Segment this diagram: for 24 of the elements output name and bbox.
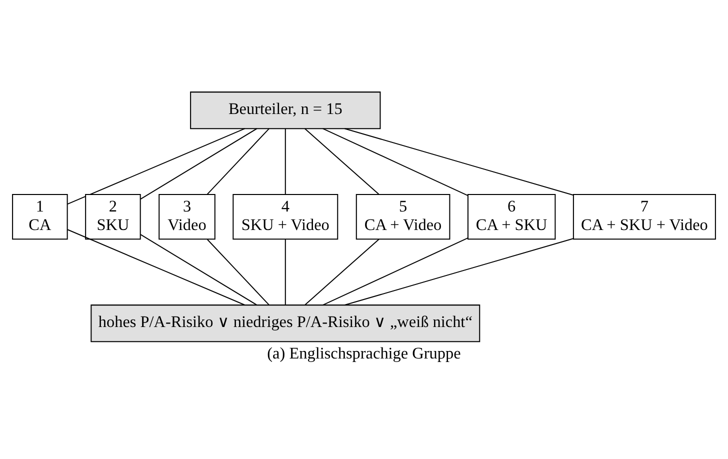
connector [284, 128, 286, 194]
connector [207, 238, 270, 305]
connector [207, 128, 270, 194]
node-box: 3 Video [158, 194, 216, 240]
node-box: Beurteiler, n = 15 [190, 91, 381, 129]
connector [304, 238, 380, 305]
node-box: 6 CA + SKU [467, 194, 556, 240]
connector [304, 128, 380, 194]
connector [67, 228, 245, 305]
node-box: 2 SKU [85, 194, 141, 240]
node-box: hohes P/A-Risiko ∨ niedriges P/A-Risiko ∨ „weiß nicht“ [90, 304, 480, 342]
connector [140, 128, 258, 199]
node-box: 4 SKU + Video [232, 194, 338, 240]
caption: (a) Englischsprachige Gruppe [267, 344, 461, 362]
connector [67, 128, 246, 204]
connector [322, 237, 468, 305]
connector [322, 128, 468, 196]
node-box: 5 CA + Video [356, 194, 450, 240]
node-box: 7 CA + SKU + Video [572, 194, 716, 240]
connector [284, 238, 286, 304]
connector [344, 128, 574, 196]
node-box: 1 CA [12, 194, 68, 240]
connector [344, 238, 574, 306]
connector [140, 234, 258, 305]
